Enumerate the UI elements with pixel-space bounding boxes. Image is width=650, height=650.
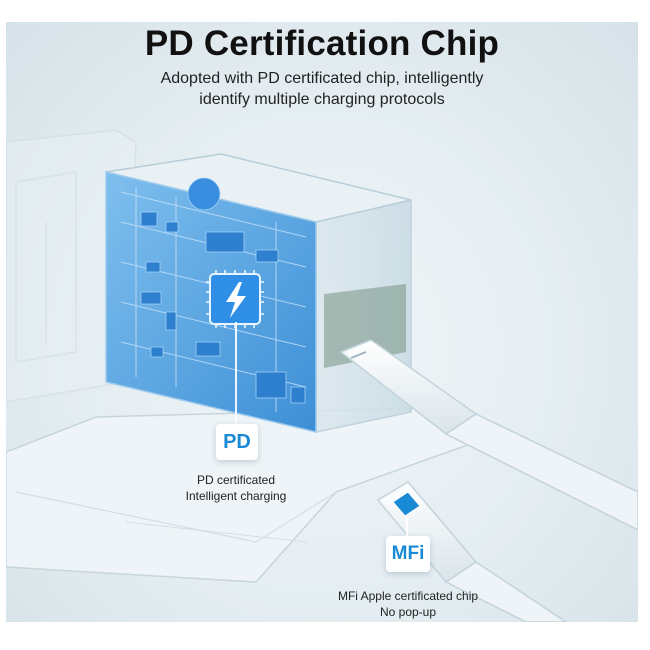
subtitle-line-1: Adopted with PD certificated chip, intel… [160, 70, 484, 87]
lightning-cable [376, 481, 568, 622]
page-title: PD Certification Chip [144, 24, 500, 63]
mfi-caption: MFi Apple certificated chip No pop-up [306, 588, 510, 620]
pcb-components [140, 177, 306, 404]
base-plate [6, 406, 477, 583]
product-image-frame: PD Certification Chip Adopted with PD ce… [6, 22, 638, 622]
pd-caption: PD certificated Intelligent charging [156, 472, 316, 504]
mfi-chip-icon [392, 491, 421, 517]
mfi-badge: MFi [386, 536, 430, 572]
pd-caption-line-2: Intelligent charging [185, 489, 287, 503]
charger-scene [6, 129, 638, 622]
mfi-caption-line-2: No pop-up [379, 605, 437, 619]
usb-c-cable [339, 339, 638, 531]
subtitle-line-2: identify multiple charging protocols [199, 91, 445, 108]
lightning-chip-icon [206, 270, 264, 328]
mfi-caption-line-1: MFi Apple certificated chip [337, 589, 479, 603]
pd-badge: PD [216, 424, 258, 460]
pd-caption-line-1: PD certificated [196, 473, 276, 487]
pd-callout-line [235, 322, 237, 426]
page-subtitle: Adopted with PD certificated chip, intel… [6, 68, 638, 110]
